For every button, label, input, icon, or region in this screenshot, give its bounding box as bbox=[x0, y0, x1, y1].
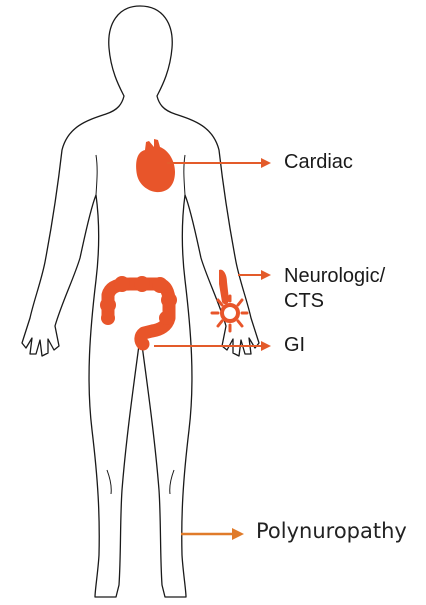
label-neurologic-line2: CTS bbox=[284, 289, 385, 314]
arrow-gi bbox=[154, 341, 271, 351]
arrow-neurologic bbox=[238, 270, 271, 280]
label-cardiac: Cardiac bbox=[284, 151, 353, 174]
heart-icon bbox=[136, 139, 175, 192]
label-gi: GI bbox=[284, 334, 305, 357]
label-neurologic: Neurologic/ CTS bbox=[284, 264, 385, 314]
nerve-icon bbox=[212, 270, 247, 331]
arrow-cardiac bbox=[167, 158, 271, 168]
label-neurologic-line1: Neurologic/ bbox=[284, 264, 385, 289]
label-polyneuropathy: Polynuropathy bbox=[256, 519, 407, 543]
colon-icon bbox=[108, 284, 169, 344]
arrow-polyneuropathy bbox=[181, 528, 244, 540]
